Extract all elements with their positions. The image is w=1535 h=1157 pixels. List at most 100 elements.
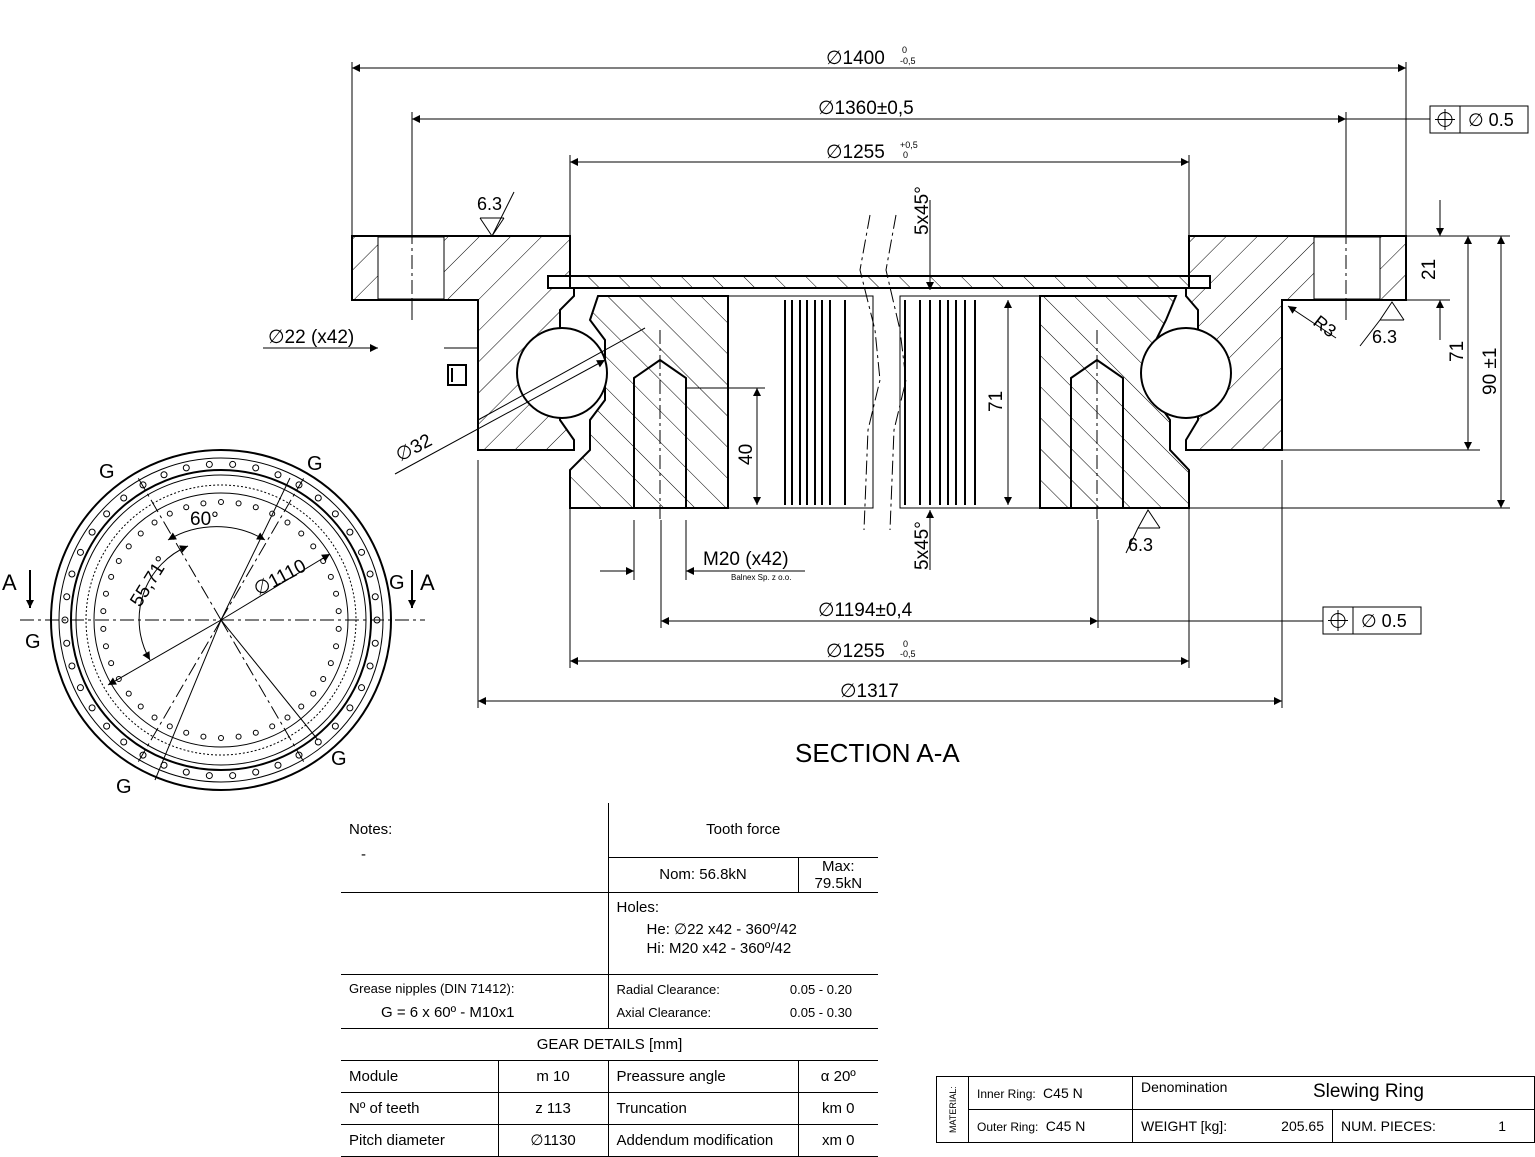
inner-ring-left-section [569, 275, 1190, 289]
grease-value: G = 6 x 60º - M10x1 [381, 1004, 515, 1021]
gear-row-name2: Addendum modification [607, 1123, 799, 1157]
dim-32: ∅32 [392, 430, 435, 466]
radial-label: Radial Clearance: [616, 982, 720, 997]
holes-label: Holes: [616, 898, 660, 916]
bolt-hole [366, 570, 374, 578]
angle-55: 55,71° [126, 553, 173, 611]
tooth-force-nom: Nom: 56.8kN [607, 856, 799, 893]
dim-1194: ∅1194±0,4 [818, 600, 913, 621]
pos-tol-bot-text: ∅ 0.5 [1361, 611, 1407, 631]
dim-90: 90 ±1 [1480, 348, 1501, 395]
bolt-hole [252, 768, 260, 776]
denomination-label: Denomination [1141, 1079, 1228, 1095]
bolt-hole [205, 772, 213, 780]
pieces-value: 1 [1498, 1118, 1506, 1134]
tapped-hole [108, 660, 115, 667]
material-label: MATERIAL: [936, 1076, 969, 1143]
dim-21: 21 [1419, 259, 1440, 280]
notes-label: Notes: [349, 821, 393, 838]
bolt-hole [120, 738, 128, 746]
bolt-hole [229, 460, 237, 468]
section-mark-left: A [2, 570, 17, 595]
holes-hi: Hi: M20 x42 - 360º/42 [646, 939, 792, 957]
g-label: G [307, 453, 323, 475]
outer-ring-label: Outer Ring: [977, 1120, 1039, 1134]
outer-ring-value: C45 N [1045, 1118, 1086, 1134]
gear-details-header: GEAR DETAILS [mm] [341, 1027, 879, 1061]
g-label: G [389, 572, 405, 594]
tapped-hole [166, 723, 173, 730]
dim-1255-bot-tol-dn: -0,5 [900, 649, 916, 659]
bolt-hole [366, 662, 374, 670]
clearance-cell: Radial Clearance: 0.05 - 0.20 Axial Clea… [607, 973, 879, 1029]
tapped-hole [333, 643, 340, 650]
bolt-hole [358, 548, 366, 556]
gear-row-value2: α 20º [797, 1059, 879, 1093]
holes-cell: Holes: He: ∅22 x42 - 360º/42 Hi: M20 x42… [607, 891, 879, 975]
notes-table: Notes: - Tooth force Nom: 56.8kN Max: 79… [341, 803, 879, 1157]
weight-cell: WEIGHT [kg]: 205.65 [1132, 1109, 1333, 1143]
angle-60: 60° [190, 509, 219, 530]
bolt-hole [358, 684, 366, 692]
bolt-hole [182, 768, 190, 776]
tapped-hole-right [1070, 358, 1124, 509]
bolt-hole [103, 722, 111, 730]
gear-row-name2: Truncation [607, 1091, 799, 1125]
tapped-hole [335, 608, 342, 615]
tapped-hole [137, 530, 144, 537]
bolt-hole [68, 662, 76, 670]
holes-he: He: ∅22 x42 - 360º/42 [646, 920, 797, 938]
weight-label: WEIGHT [kg]: [1141, 1118, 1228, 1134]
dim-1110: ∅1110 [250, 556, 309, 601]
gear-row-value: z 113 [497, 1091, 609, 1125]
bolt-hole [63, 593, 71, 601]
tapped-hole [108, 573, 115, 580]
bolt-hole [252, 464, 260, 472]
dim-1255-top: ∅1255 [826, 142, 885, 163]
dim-m20: M20 (x42) [703, 549, 789, 570]
ball-left [516, 327, 608, 419]
roughness-a-text: 6.3 [477, 194, 502, 214]
bolt-hole [68, 570, 76, 578]
bolt-hole [331, 510, 339, 518]
gear-row-name: Pitch diameter [341, 1123, 499, 1157]
chamfer-top: 5x45° [912, 186, 933, 235]
g-label: G [331, 748, 347, 770]
tapped-hole [100, 625, 107, 632]
position-tolerance-frame-top: ∅ 0.5 [1429, 105, 1529, 134]
dim-1400: ∅1400 [826, 48, 885, 69]
gear-row-name: Nº of teeth [341, 1091, 499, 1125]
axial-value: 0.05 - 0.30 [789, 1005, 853, 1020]
tapped-hole [125, 690, 132, 697]
tapped-hole [310, 690, 317, 697]
roughness-symbol-c: 6.3 [1125, 509, 1161, 555]
tapped-hole [151, 519, 158, 526]
section-view: ∅1400 0 -0,5 ∅1360±0,5 ∅1255 +0,5 0 ∅119… [263, 45, 1529, 768]
tapped-hole [200, 733, 207, 740]
bolt-hole [76, 548, 84, 556]
table-row: Module m 10 Preassure angle α 20º [341, 1059, 879, 1093]
tapped-hole [218, 735, 224, 741]
inner-ring-label: Inner Ring: [977, 1087, 1036, 1101]
dim-1360: ∅1360±0,5 [818, 98, 914, 119]
pieces-cell: NUM. PIECES: 1 [1332, 1109, 1535, 1143]
bolt-hole [103, 510, 111, 518]
tapped-hole [235, 733, 242, 740]
tapped-hole [218, 499, 224, 505]
gear-row-value: ∅1130 [497, 1123, 609, 1157]
weight-value: 205.65 [1281, 1118, 1324, 1134]
grease-cell: Grease nipples (DIN 71412): G = 6 x 60º … [341, 973, 609, 1029]
gear-row-value2: xm 0 [797, 1123, 879, 1157]
tapped-hole [269, 723, 276, 730]
tapped-hole [100, 608, 107, 615]
bolt-hole [88, 528, 96, 536]
tapped-hole-left [633, 358, 687, 509]
inner-ring-cell: Inner Ring: C45 N [968, 1076, 1133, 1110]
tapped-hole [125, 543, 132, 550]
tapped-hole [151, 714, 158, 721]
tapped-hole [298, 530, 305, 537]
tapped-hole [183, 729, 190, 736]
bolt-hole [346, 528, 354, 536]
tapped-hole [298, 703, 305, 710]
